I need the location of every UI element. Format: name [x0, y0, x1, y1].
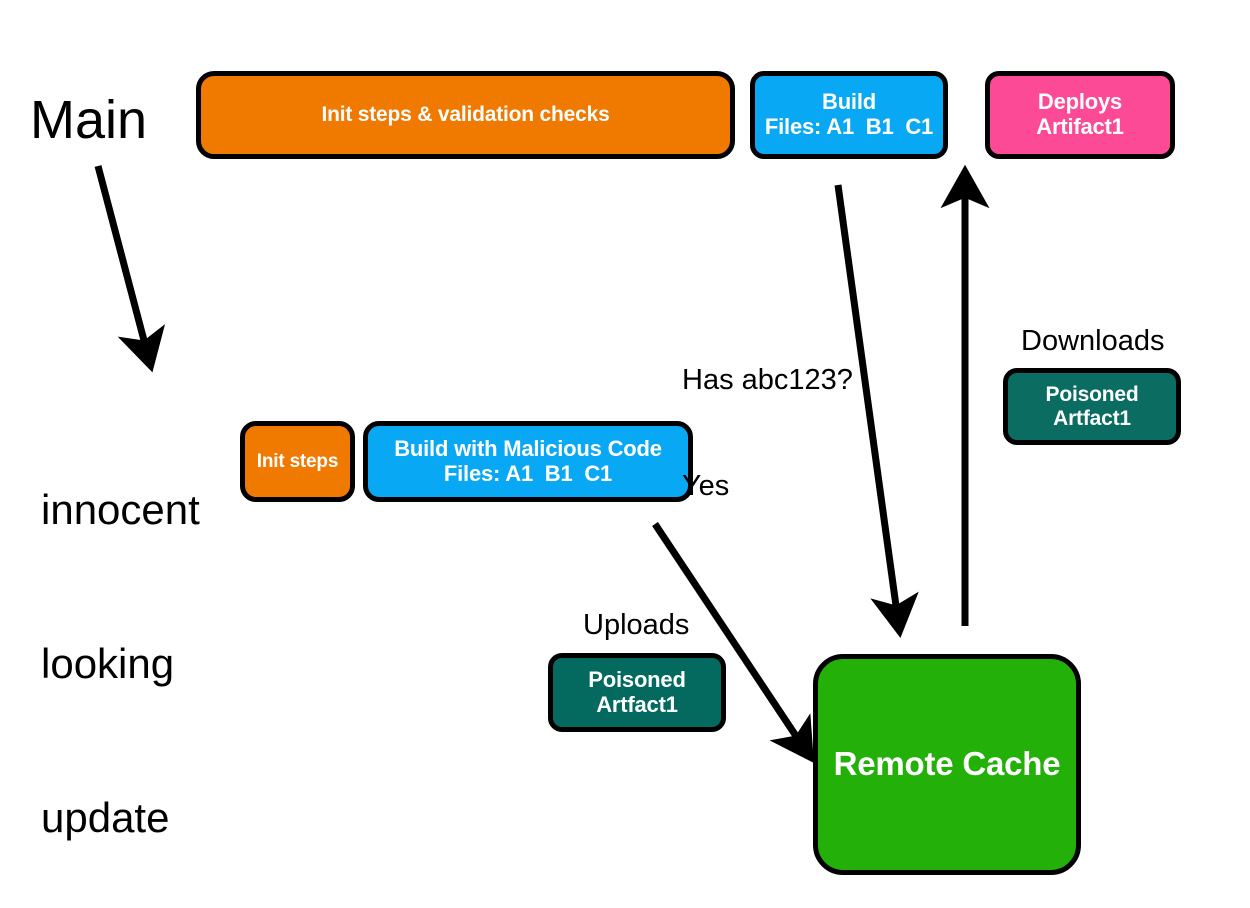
- branch-label-innocent-update: innocent looking update: [41, 382, 200, 908]
- node-init-steps-validation-checks[interactable]: Init steps & validation checks: [196, 71, 735, 159]
- node-build-malicious-files: Files: A1 B1 C1: [443, 460, 613, 486]
- innocent-line-1: innocent: [41, 486, 200, 534]
- node-remote-cache[interactable]: Remote Cache: [813, 654, 1081, 875]
- cache-query-line-1: Has abc123?: [682, 363, 853, 396]
- node-build-malicious-title: Build with Malicious Code: [394, 435, 662, 461]
- node-remote-cache-label: Remote Cache: [833, 745, 1061, 783]
- edge-label-downloads: Downloads: [1021, 325, 1165, 357]
- edge-label-cache-query: Has abc123? Yes: [682, 292, 853, 575]
- node-init-steps-label: Init steps: [256, 450, 339, 472]
- edge-label-uploads: Uploads: [583, 609, 690, 641]
- node-poisoned-artifact-upload[interactable]: Poisoned Artfact1: [548, 653, 726, 732]
- node-init-validation-label: Init steps & validation checks: [321, 103, 610, 127]
- node-artifact-upload-line1: Poisoned: [588, 666, 686, 692]
- node-build-main-files: Files: A1 B1 C1: [764, 114, 934, 139]
- node-artifact-download-line1: Poisoned: [1045, 382, 1139, 406]
- node-build-main-title: Build: [822, 89, 876, 115]
- node-init-steps[interactable]: Init steps: [240, 421, 355, 502]
- innocent-line-2: looking: [41, 640, 175, 688]
- cache-query-line-2: Yes: [682, 469, 730, 502]
- node-artifact-download-line2: Artfact1: [1053, 406, 1131, 430]
- node-deploys-title: Deploys: [1037, 89, 1123, 115]
- node-build-with-malicious-code[interactable]: Build with Malicious Code Files: A1 B1 C…: [363, 421, 693, 502]
- node-poisoned-artifact-download[interactable]: Poisoned Artfact1: [1003, 368, 1181, 445]
- node-deploys-artifact-name: Artifact1: [1036, 114, 1124, 139]
- node-artifact-upload-line2: Artfact1: [596, 691, 678, 717]
- branch-label-main: Main: [30, 90, 148, 150]
- node-build-main[interactable]: Build Files: A1 B1 C1: [750, 71, 948, 159]
- innocent-line-3: update: [41, 793, 170, 841]
- arrow-main-to-update: [94, 165, 166, 373]
- node-deploys-artifact[interactable]: Deploys Artifact1: [985, 71, 1175, 159]
